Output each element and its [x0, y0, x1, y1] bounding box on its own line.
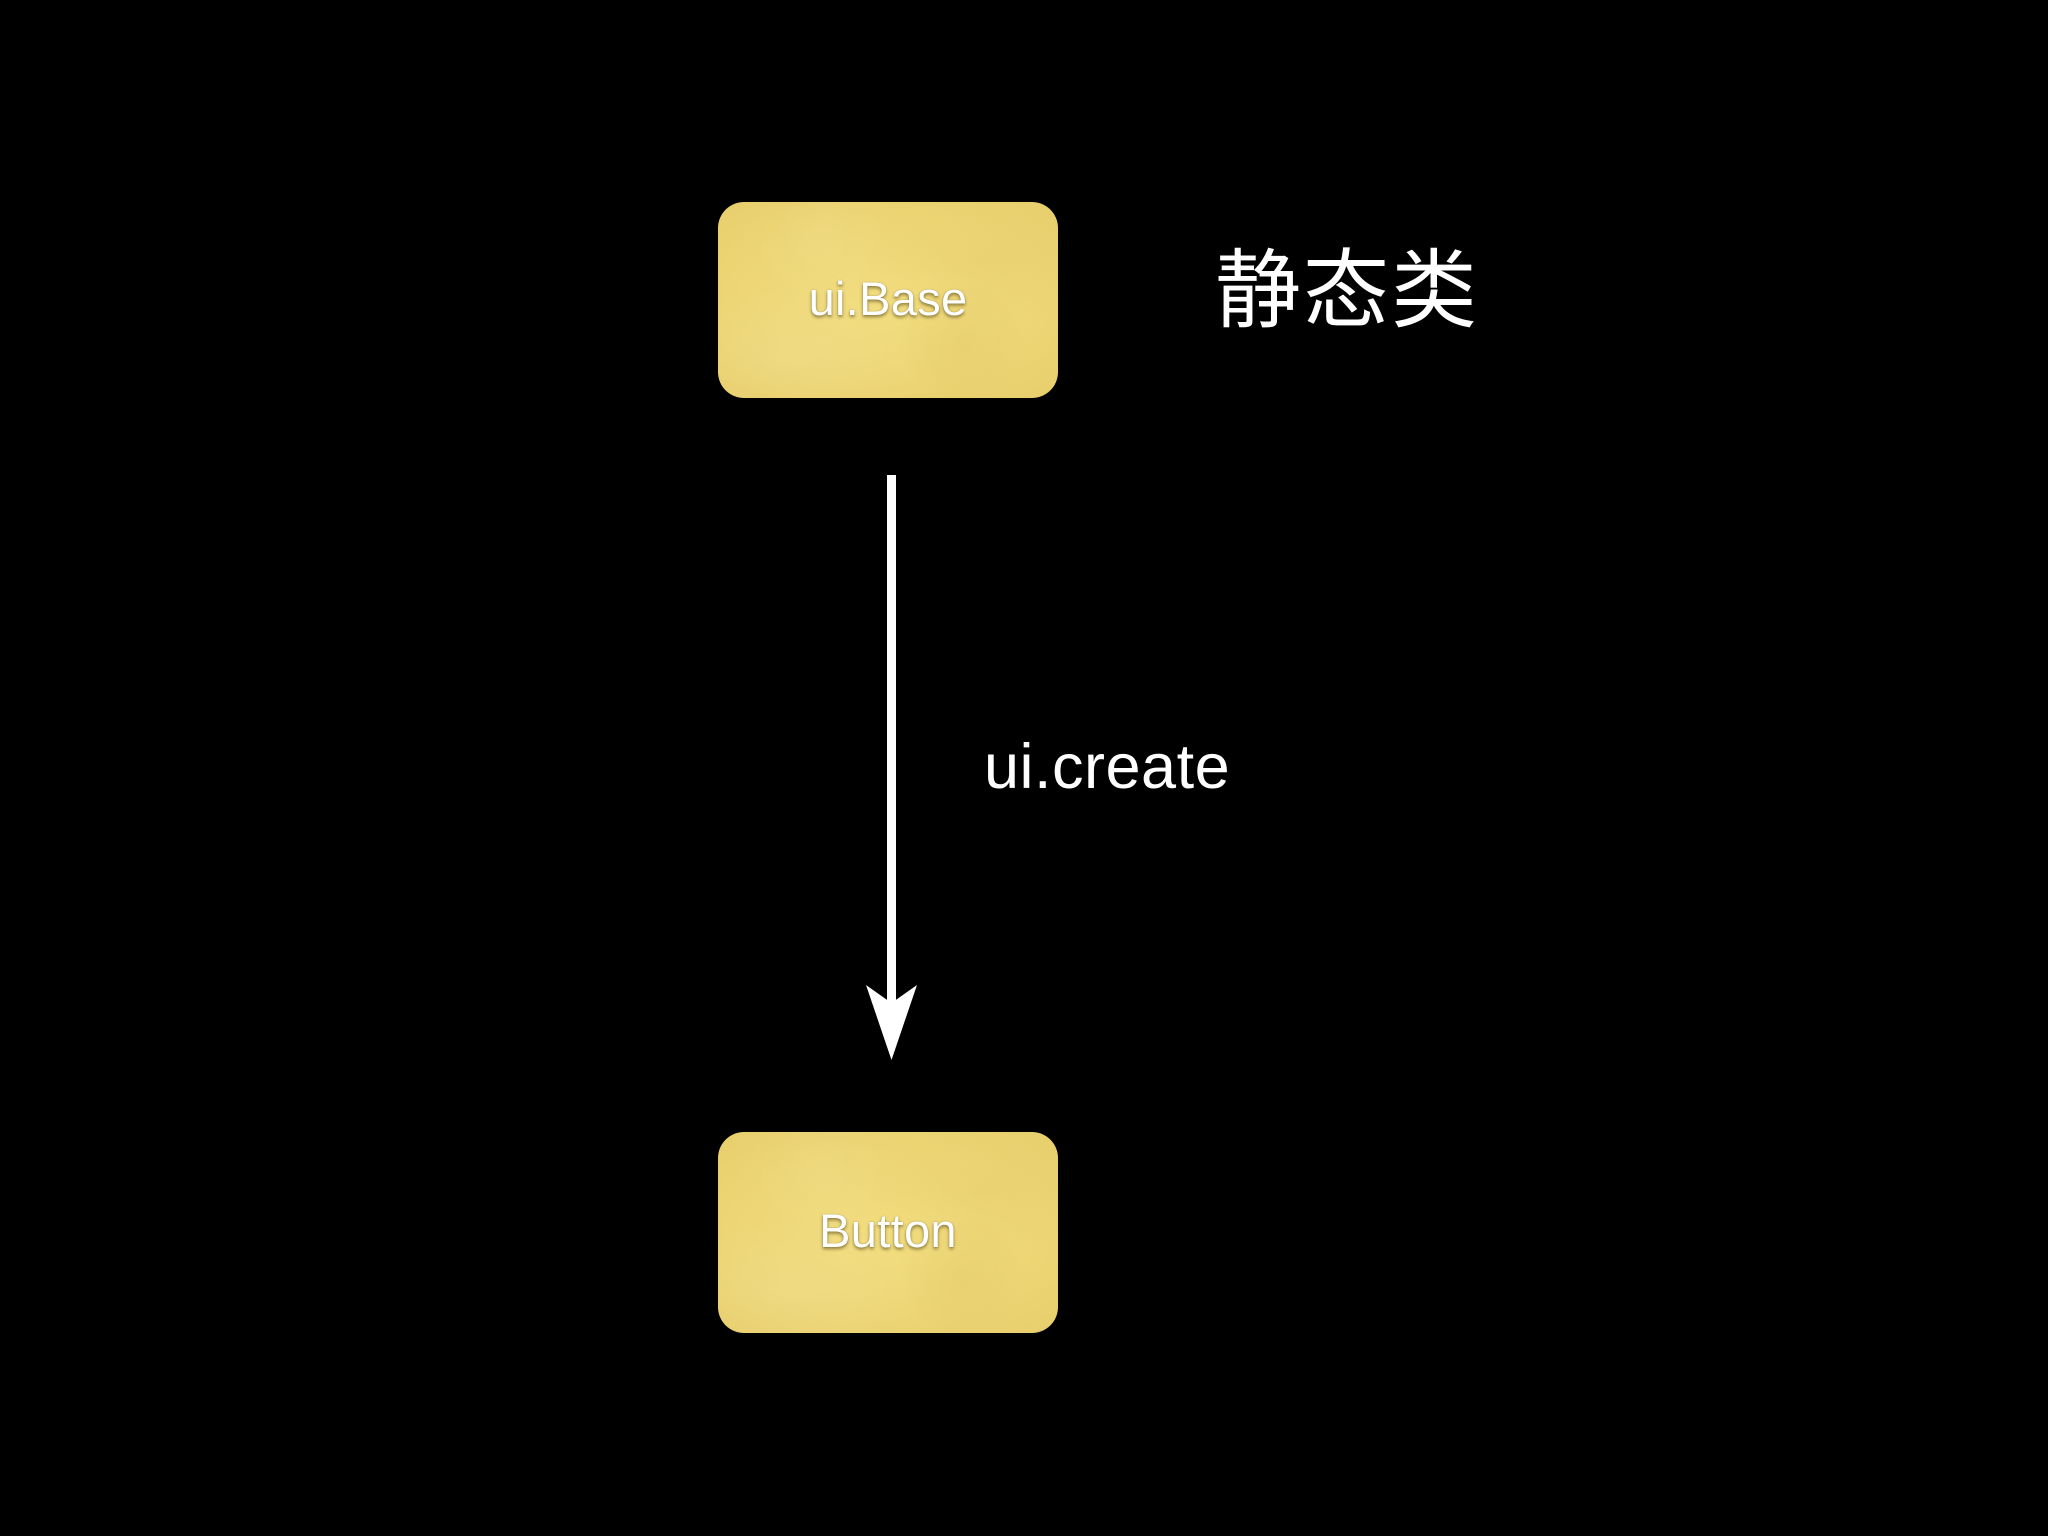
edge-arrow-base-to-button [866, 475, 917, 1060]
node-button[interactable]: Button [718, 1132, 1058, 1333]
edge-label-ui-create: ui.create [984, 732, 1231, 802]
node-ui-base[interactable]: ui.Base [718, 202, 1058, 398]
node-button-label: Button [819, 1204, 957, 1257]
arrow-head-icon [866, 985, 917, 1060]
node-ui-base-label: ui.Base [808, 271, 968, 325]
annotation-static-class: 静态类 [1215, 241, 1479, 341]
arrow-shaft-icon [887, 475, 896, 1020]
